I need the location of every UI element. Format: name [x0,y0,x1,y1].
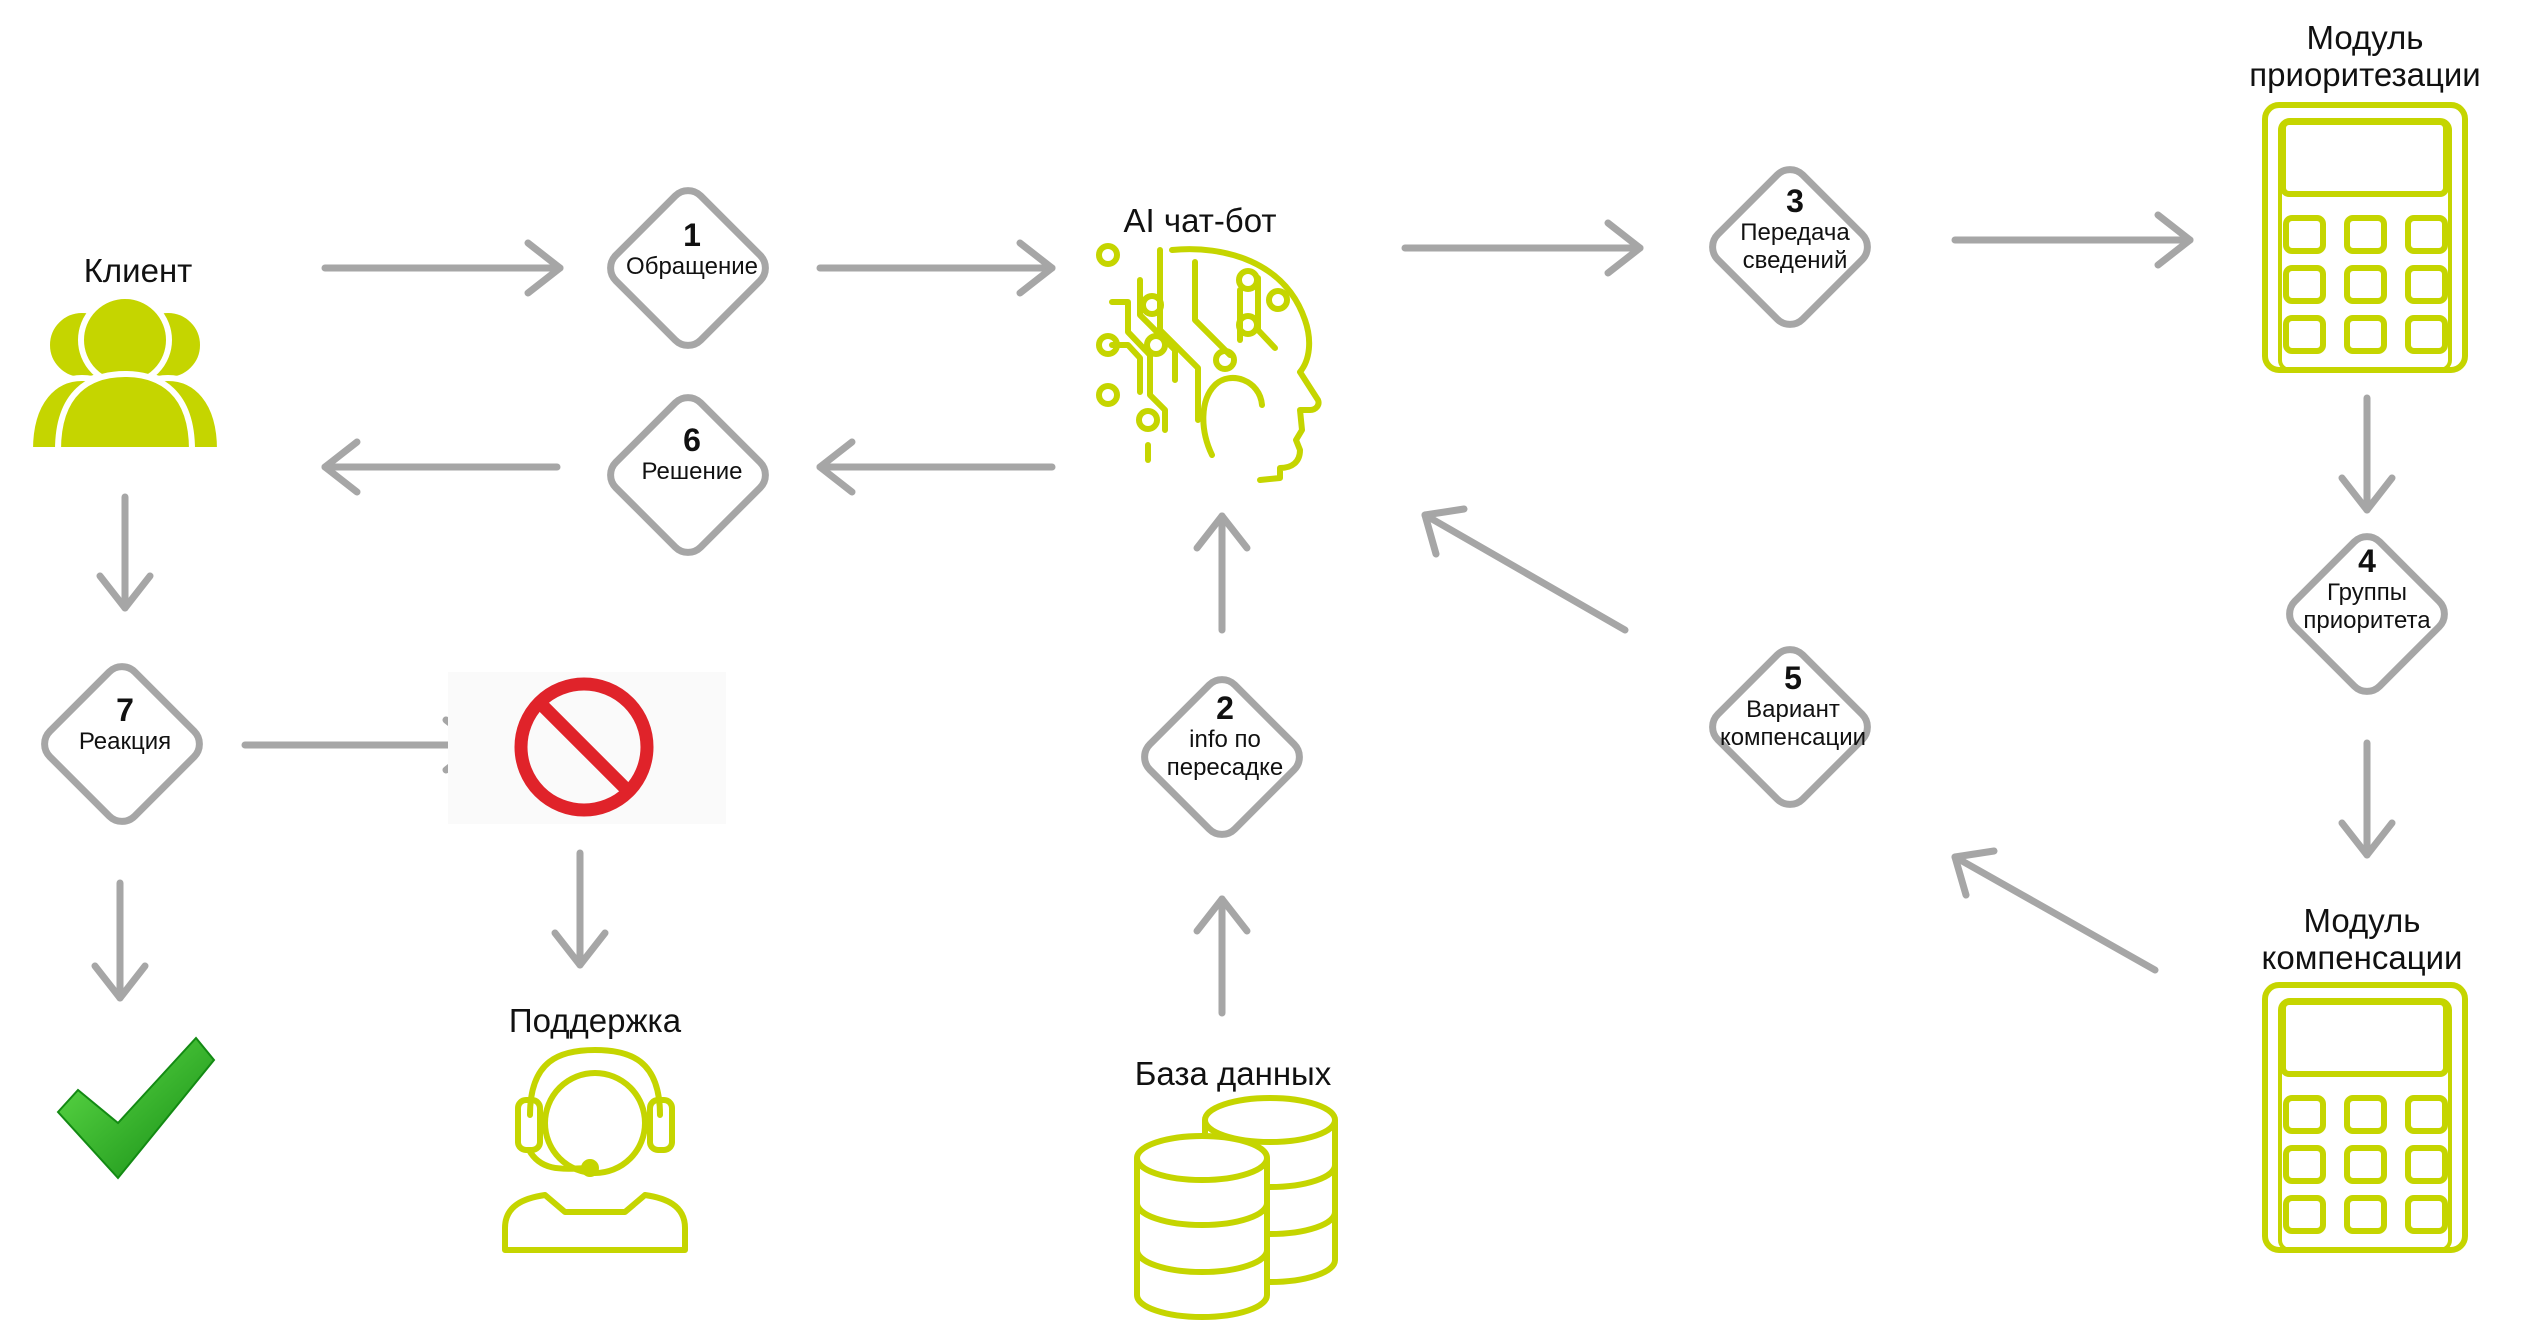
step-4-label: 4 Группы приоритета [2303,542,2431,634]
step-3-diamond [1709,166,1871,328]
step-7-diamond [41,663,203,825]
prohibited-icon [448,672,726,824]
step-5-diamond [1709,646,1871,808]
step-3-label: 3 Передача сведений [1740,182,1850,274]
arrow-compensation-module-to-step5 [1951,847,2159,974]
client-label: Клиент [83,252,193,289]
arrow-step1-to-chatbot [816,239,1056,297]
arrow-database-to-step2 [1193,895,1251,1017]
database-label: База данных [1134,1055,1332,1092]
arrow-step2-to-chatbot [1193,512,1251,634]
arrow-chatbot-to-step6 [816,438,1056,496]
step-4-diamond [2286,533,2448,695]
compensation-module-label: Модуль компенсации [2261,902,2463,976]
calculator-icon [2262,102,2468,373]
step-2-label: 2 info по пересадке [1166,689,1284,781]
support-label: Поддержка [508,1002,682,1039]
arrow-step7-to-blocked [241,716,482,774]
step-diamonds [41,166,2448,838]
arrow-client-to-step1 [321,239,564,297]
arrow-blocked-to-support [551,849,609,969]
users-icon [26,293,224,453]
headset-operator-icon [502,1047,688,1253]
step-6-diamond [607,394,769,556]
step-7-label: 7 Реакция [78,692,172,755]
chatbot-label: AI чат-бот [1123,202,1277,239]
arrow-step4-to-compensation-module [2338,739,2396,859]
arrow-step6-to-client [321,438,561,496]
step-5-label: 5 Вариант компенсации [1719,659,1867,751]
arrow-step7-to-success [91,879,149,1002]
arrows [91,211,2396,1017]
step-2-diamond [1141,676,1303,838]
arrow-step3-to-priority-module [1951,211,2194,269]
arrow-priority-module-to-step4 [2338,394,2396,514]
step-6-label: 6 Решение [641,422,743,485]
arrow-client-to-step7 [96,493,154,612]
priority-module-label: Модуль приоритезации [2249,19,2481,93]
arrow-step5-to-chatbot [1421,505,1629,634]
step-1-diamond [607,187,769,349]
database-icon [1134,1095,1338,1320]
checkmark-icon [56,1036,216,1180]
calculator-icon [2262,982,2468,1253]
arrow-chatbot-to-step3 [1401,219,1644,277]
step-1-label: 1 Обращение [626,217,758,280]
ai-head-icon [1096,243,1322,483]
